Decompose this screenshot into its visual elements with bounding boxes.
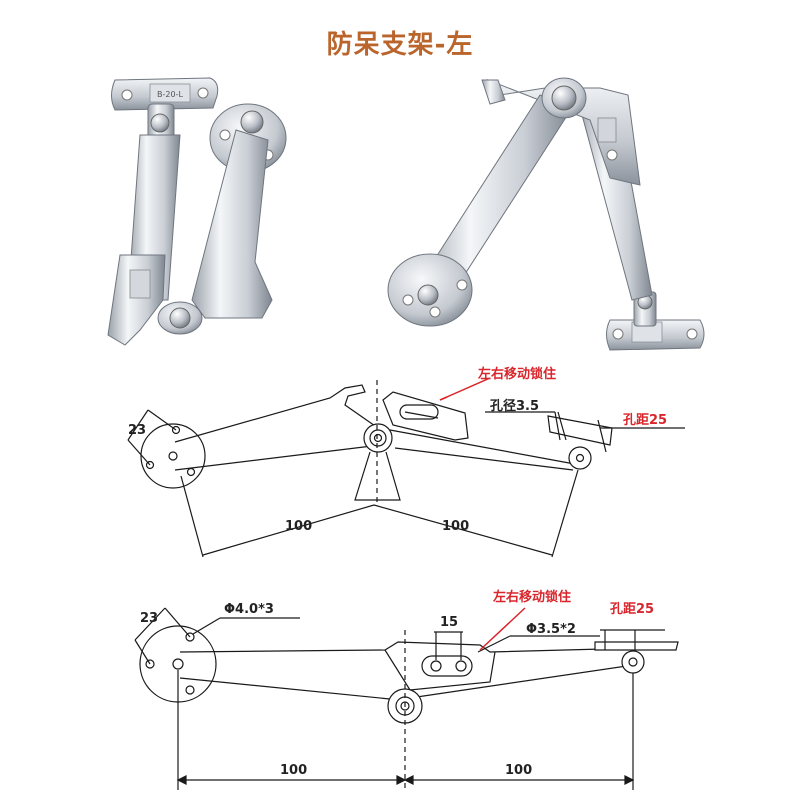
top-technical-drawing <box>127 380 685 558</box>
top-dim-right-100: 100 <box>442 519 469 534</box>
top-dim-left-100: 100 <box>285 519 312 534</box>
bottom-hole-pitch: 孔距25 <box>610 602 654 617</box>
bottom-dim-left-100: 100 <box>280 763 307 778</box>
top-hole-pitch: 孔距25 <box>623 413 667 428</box>
top-lock-label: 左右移动锁住 <box>478 366 556 382</box>
bottom-hole-spec-1: Φ4.0*3 <box>224 602 274 617</box>
bottom-hole-spec-2: Φ3.5*2 <box>526 622 576 637</box>
bottom-dim-15: 15 <box>440 615 458 630</box>
page-title: 防呆支架-左 <box>326 30 474 60</box>
photo-open-bracket <box>387 77 705 351</box>
stamp-text: B-20-L <box>157 90 183 99</box>
bottom-lock-label: 左右移动锁住 <box>493 589 571 605</box>
top-dim-23: 23 <box>128 423 146 438</box>
photo-folded-bracket: B-20-L <box>107 77 287 346</box>
bottom-dim-23: 23 <box>140 611 158 626</box>
top-hole-diameter: 孔径3.5 <box>490 398 539 414</box>
bottom-technical-drawing <box>134 607 679 790</box>
bottom-dim-right-100: 100 <box>505 763 532 778</box>
